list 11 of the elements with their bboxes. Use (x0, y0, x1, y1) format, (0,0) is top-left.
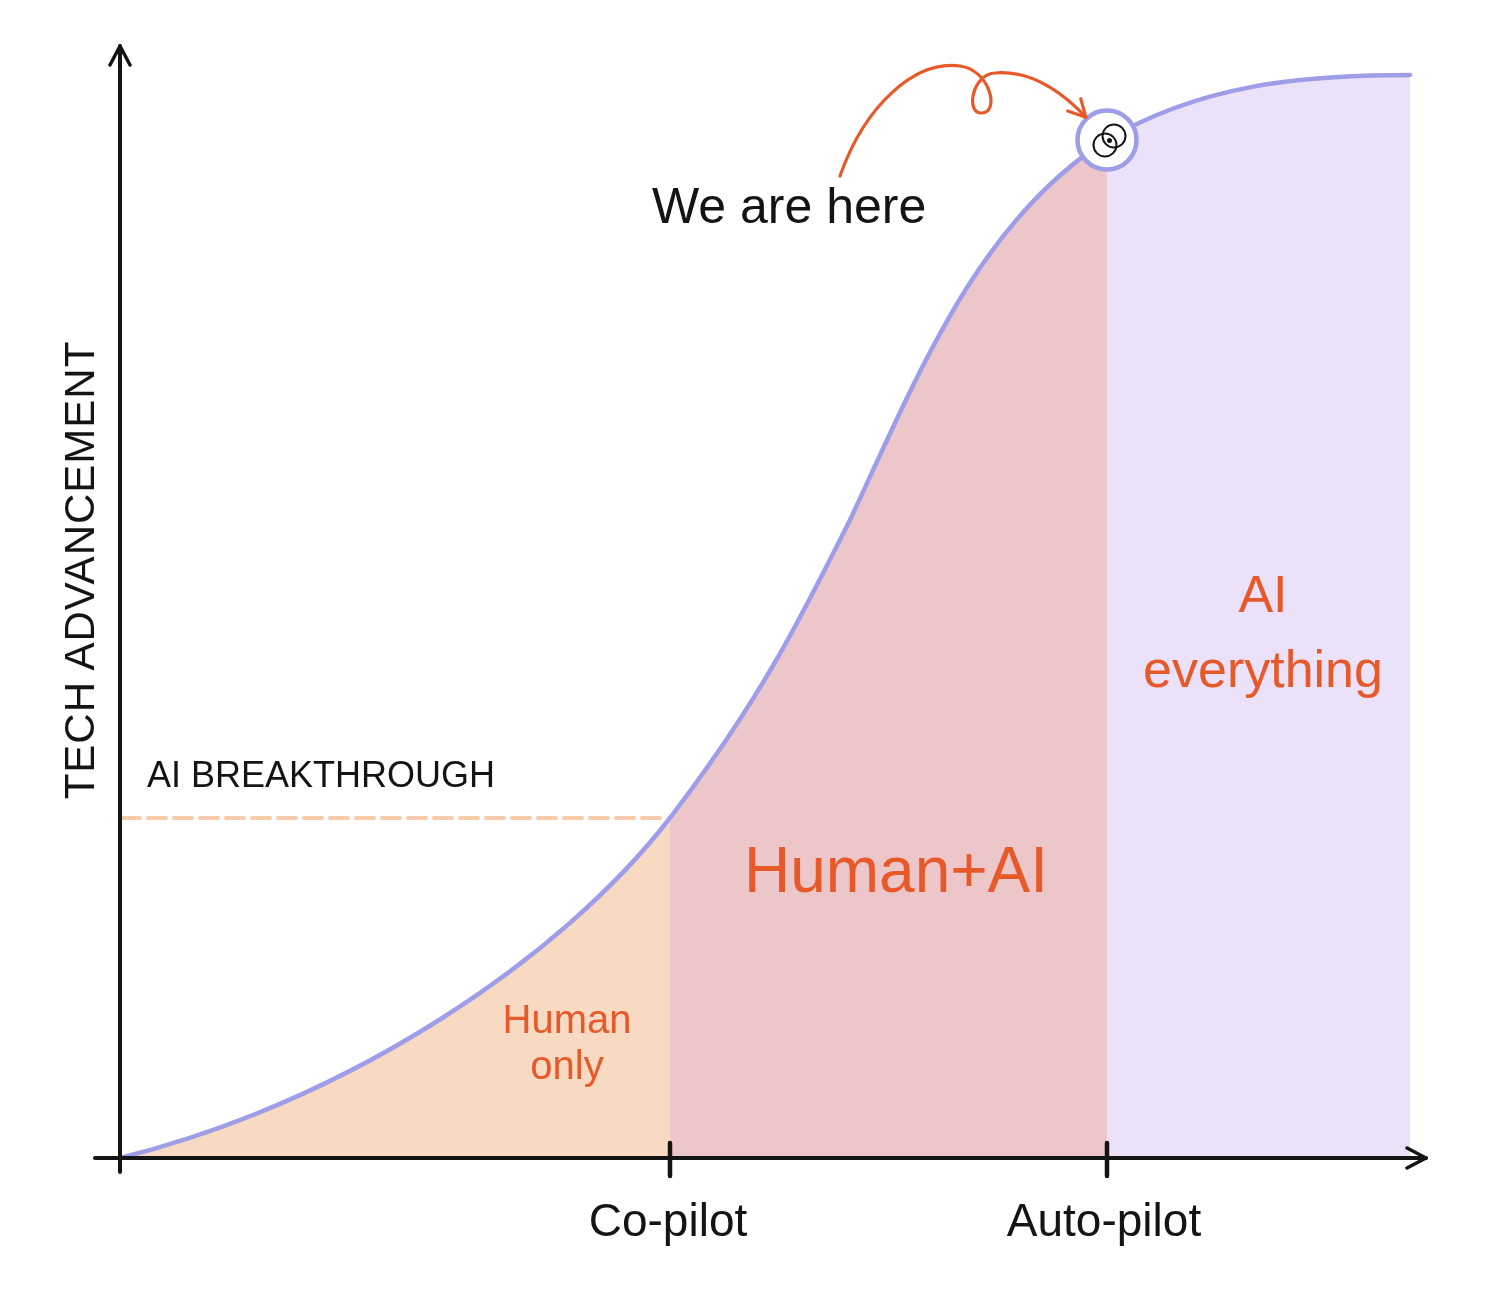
tick-label: Co-pilot (588, 1194, 748, 1247)
shaded-region (1107, 75, 1410, 1158)
region-label: Human only (502, 996, 632, 1088)
threshold-label: AI BREAKTHROUGH (147, 754, 496, 796)
tick-label: Auto-pilot (1006, 1194, 1202, 1247)
callout-text: We are here (652, 176, 927, 236)
axis-title: TECH ADVANCEMENT (55, 340, 104, 800)
ring-marker-icon (1075, 108, 1139, 172)
region-label: Human+AI (743, 834, 1049, 908)
region-label: AI everything (1143, 564, 1383, 701)
curved-arrow (838, 63, 1088, 178)
